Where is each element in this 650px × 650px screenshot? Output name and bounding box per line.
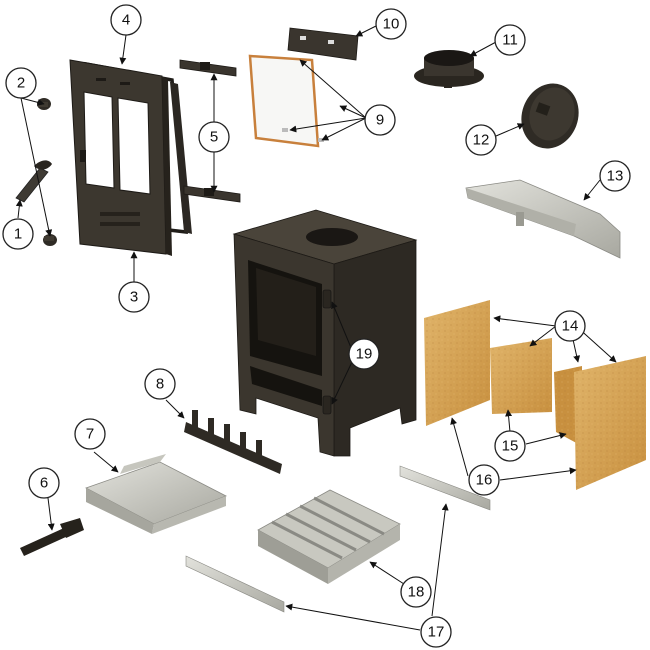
callout-18: 18 <box>400 576 432 608</box>
callout-15-label: 15 <box>502 438 519 455</box>
part-ashpan-tool <box>20 518 84 556</box>
part-blanking-plate <box>521 83 579 149</box>
callout-8: 8 <box>144 368 176 400</box>
part-hinges <box>179 59 241 203</box>
callout-17: 17 <box>420 616 452 648</box>
callout-17-label: 17 <box>428 624 445 641</box>
callout-15: 15 <box>494 430 526 462</box>
callout-13-label: 13 <box>607 168 624 185</box>
leader-lines <box>15 25 617 631</box>
callout-19: 19 <box>348 338 380 370</box>
part-glass-retainer <box>287 27 359 61</box>
callout-7: 7 <box>74 418 106 450</box>
callout-13: 13 <box>599 160 631 192</box>
callout-5: 5 <box>198 121 230 153</box>
callout-5-label: 5 <box>210 129 218 146</box>
callout-4-label: 4 <box>122 12 130 29</box>
callout-3: 3 <box>118 281 150 313</box>
callout-16: 16 <box>468 464 500 496</box>
callout-6-label: 6 <box>40 475 48 492</box>
part-grate-bar <box>184 410 282 474</box>
callout-9-label: 9 <box>376 112 384 129</box>
callout-1-label: 1 <box>14 226 22 243</box>
callout-19-label: 19 <box>356 346 373 363</box>
callout-7-label: 7 <box>86 426 94 443</box>
part-firebricks <box>424 300 646 490</box>
callout-11-label: 11 <box>502 32 518 49</box>
callout-16-label: 16 <box>476 472 493 489</box>
part-fire-grate <box>257 489 401 584</box>
part-baffle-plate <box>465 179 621 259</box>
callout-18-label: 18 <box>408 584 425 601</box>
callout-3-label: 3 <box>130 289 138 306</box>
callout-10-label: 10 <box>383 16 400 33</box>
part-glass-panel <box>248 54 324 148</box>
callout-2-label: 2 <box>17 75 25 92</box>
stove-body <box>232 209 418 457</box>
part-ashpan <box>85 454 227 534</box>
part-flue-collar <box>414 50 484 88</box>
callout-8-label: 8 <box>156 376 164 393</box>
callout-12: 12 <box>465 124 497 156</box>
callout-14-label: 14 <box>562 318 579 335</box>
callout-2: 2 <box>5 67 37 99</box>
part-door <box>69 59 172 256</box>
callout-10: 10 <box>375 8 407 40</box>
callout-4: 4 <box>110 4 142 36</box>
callout-9: 9 <box>364 104 396 136</box>
part-handle <box>15 160 52 203</box>
callout-11: 11 <box>494 24 526 56</box>
callout-6: 6 <box>28 467 60 499</box>
part-retainer-rails <box>185 465 491 613</box>
callout-1: 1 <box>2 218 34 250</box>
callout-12-label: 12 <box>473 132 490 149</box>
callout-14: 14 <box>554 310 586 342</box>
